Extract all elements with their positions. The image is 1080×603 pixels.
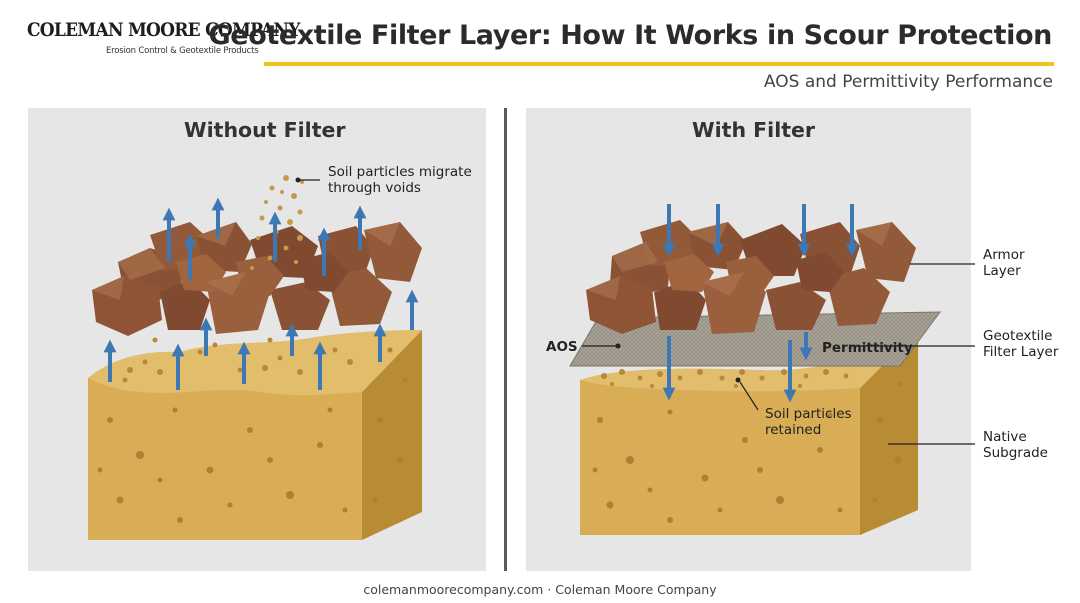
retained-label-line2: retained: [765, 422, 822, 438]
page-subtitle: AOS and Permittivity Performance: [763, 72, 1053, 92]
callout-leaders-right: [582, 263, 975, 445]
title-underline: [264, 62, 1054, 66]
company-logo-name: COLEMAN MOORE COMPANY: [27, 20, 300, 41]
callout-migrate-line2: through voids: [328, 180, 421, 196]
footer-credit: colemanmoorecompany.com · Coleman Moore …: [363, 582, 717, 597]
seepage-arrows-right: [662, 204, 859, 403]
panel-title-without-filter: Without Filter: [184, 118, 346, 142]
soil-block-left: [88, 330, 422, 540]
permittivity-label: Permittivity: [822, 340, 913, 356]
company-tagline: Erosion Control & Geotextile Products: [106, 46, 259, 56]
soil-block-right: [580, 330, 918, 535]
legend-geotextile-line1: Geotextile: [983, 328, 1053, 344]
migrating-particles: [250, 175, 304, 270]
callout-migrate-line1: Soil particles migrate: [328, 164, 472, 180]
page-title: Geotextile Filter Layer: How It Works in…: [208, 20, 1053, 51]
callout-dot-left: [295, 177, 301, 183]
panel-divider: [504, 108, 507, 571]
retained-label-line1: Soil particles: [765, 406, 852, 422]
panel-title-with-filter: With Filter: [692, 118, 816, 142]
legend-armor-line1: Armor: [983, 247, 1025, 263]
seepage-arrows-left: [103, 197, 419, 390]
legend-subgrade-line2: Subgrade: [983, 445, 1048, 461]
legend-subgrade-line1: Native: [983, 429, 1027, 445]
retained-dot: [735, 377, 741, 383]
aos-dot: [615, 343, 621, 349]
aos-label: AOS: [546, 339, 578, 355]
armor-rocks-right: [586, 220, 916, 334]
legend-armor-line2: Layer: [983, 263, 1021, 279]
legend-geotextile-line2: Filter Layer: [983, 344, 1059, 360]
